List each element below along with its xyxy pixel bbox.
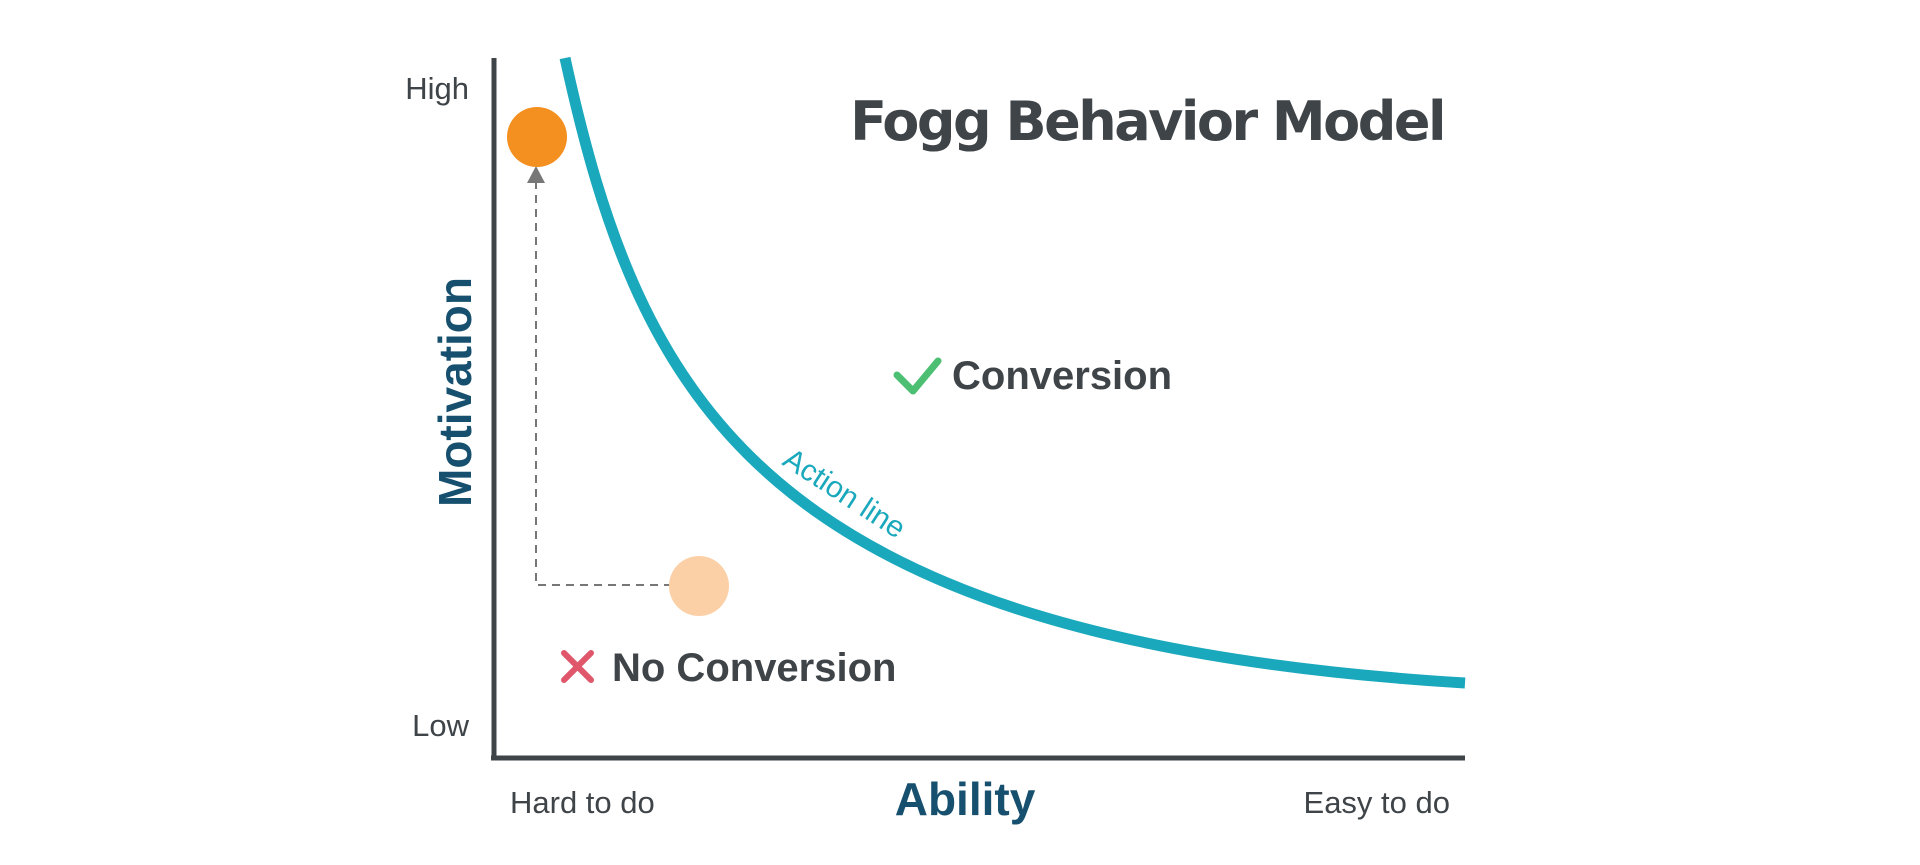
arrow-up-icon [527, 166, 545, 183]
dashed-path [535, 182, 672, 586]
x-axis-easy-label: Easy to do [1304, 785, 1450, 820]
action-line-curve [559, 56, 1466, 689]
y-axis-label: Motivation [429, 277, 481, 507]
no-conversion-label: No Conversion [612, 646, 896, 690]
x-axis-label: Ability [895, 773, 1036, 825]
y-axis-low-label: Low [412, 708, 469, 743]
x-axis-hard-label: Hard to do [510, 785, 655, 820]
check-icon [893, 357, 942, 395]
conversion-label: Conversion [952, 354, 1172, 398]
dot-low-motivation [669, 556, 729, 616]
y-axis-high-label: High [405, 71, 469, 106]
x-icon [561, 650, 594, 683]
diagram-title: Fogg Behavior Model [850, 90, 1444, 153]
dot-high-motivation [507, 107, 567, 167]
